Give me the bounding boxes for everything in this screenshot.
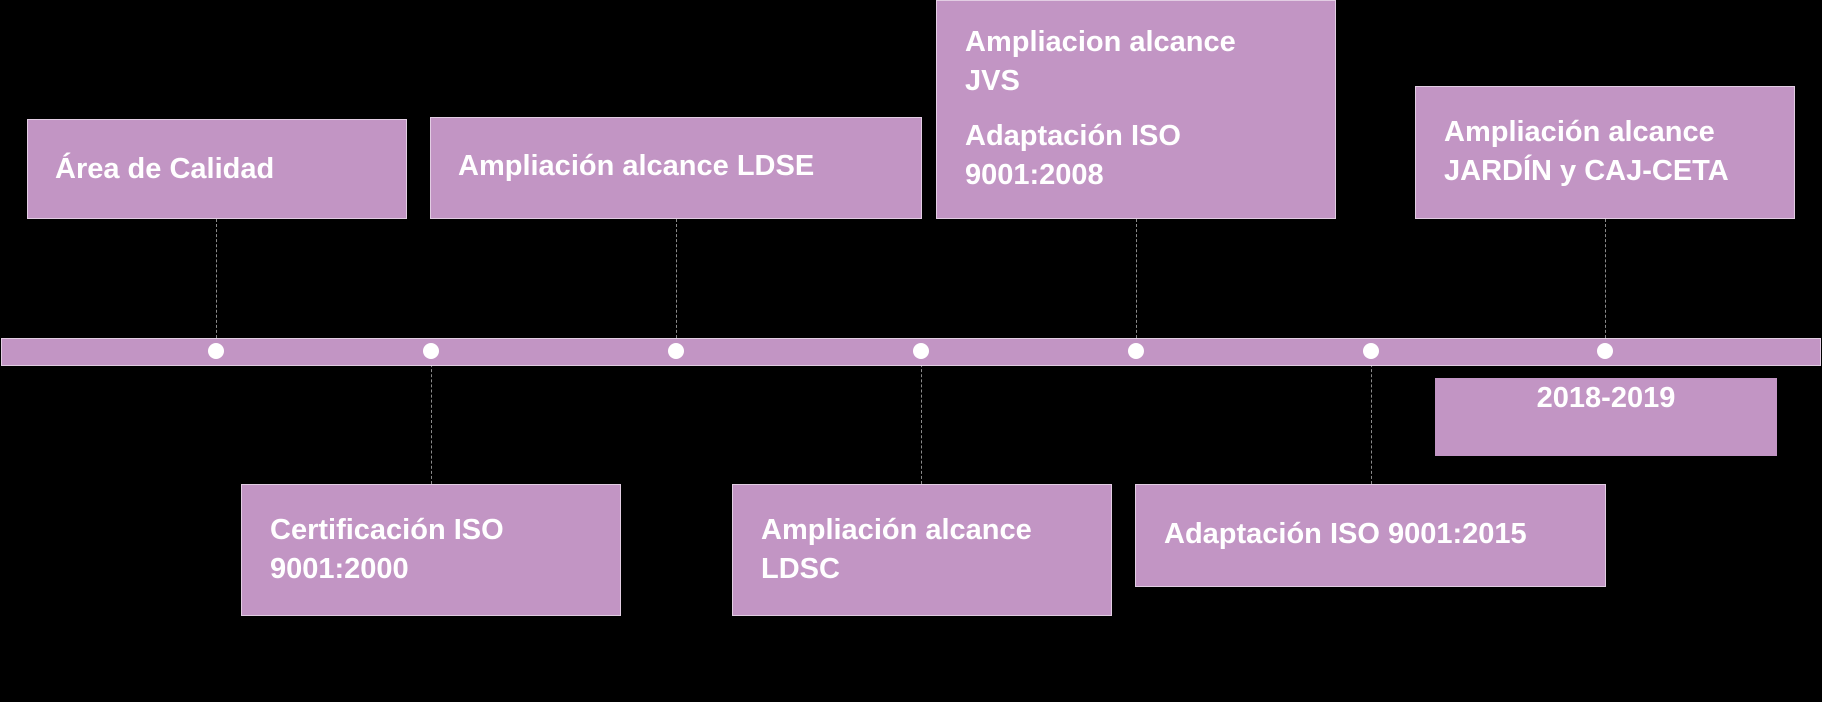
- connector-ampliacion-jvs: [1136, 219, 1137, 343]
- milestone-box-ampliacion-ldsc: Ampliación alcance LDSC: [732, 484, 1112, 616]
- milestone-box-ampliacion-ldse: Ampliación alcance LDSE: [430, 117, 922, 219]
- timeline-marker: [1128, 343, 1144, 359]
- milestone-label: LDSC: [761, 553, 840, 585]
- milestone-label: JARDÍN y CAJ-CETA: [1444, 155, 1729, 187]
- milestone-label: Certificación ISO: [270, 514, 504, 546]
- connector-area-calidad: [216, 219, 217, 343]
- timeline-marker: [668, 343, 684, 359]
- timeline-bar: [1, 338, 1821, 366]
- connector-certificacion-iso-2000: [431, 359, 432, 484]
- milestone-label: JVS: [965, 65, 1020, 97]
- milestone-label: Ampliacion alcance: [965, 26, 1236, 58]
- timeline-marker: [1363, 343, 1379, 359]
- line-gap: [965, 101, 1335, 117]
- timeline-marker: [1597, 343, 1613, 359]
- milestone-label: Ampliación alcance LDSE: [458, 150, 815, 182]
- timeline-marker: [423, 343, 439, 359]
- milestone-box-certificacion-iso-2000: Certificación ISO 9001:2000: [241, 484, 621, 616]
- connector-adaptacion-iso-2015: [1371, 359, 1372, 484]
- milestone-box-ampliacion-jvs: Ampliacion alcance JVS Adaptación ISO 90…: [936, 0, 1336, 219]
- milestone-label: Ampliación alcance: [761, 514, 1032, 546]
- connector-ampliacion-ldsc: [921, 359, 922, 484]
- milestone-label: Área de Calidad: [55, 153, 275, 185]
- year-label: 2018-2019: [1435, 378, 1777, 456]
- milestone-label: 9001:2008: [965, 159, 1104, 191]
- milestone-label: Adaptación ISO 9001:2015: [1164, 518, 1527, 550]
- milestone-label: Adaptación ISO: [965, 120, 1181, 152]
- milestone-box-adaptacion-iso-2015: Adaptación ISO 9001:2015: [1135, 484, 1606, 587]
- milestone-label: Ampliación alcance: [1444, 116, 1715, 148]
- milestone-box-area-calidad: Área de Calidad: [27, 119, 407, 219]
- timeline-marker: [208, 343, 224, 359]
- timeline-marker: [913, 343, 929, 359]
- milestone-label: 9001:2000: [270, 553, 409, 585]
- connector-ampliacion-ldse: [676, 219, 677, 343]
- milestone-box-ampliacion-jardin: Ampliación alcance JARDÍN y CAJ-CETA: [1415, 86, 1795, 219]
- connector-ampliacion-jardin: [1605, 219, 1606, 343]
